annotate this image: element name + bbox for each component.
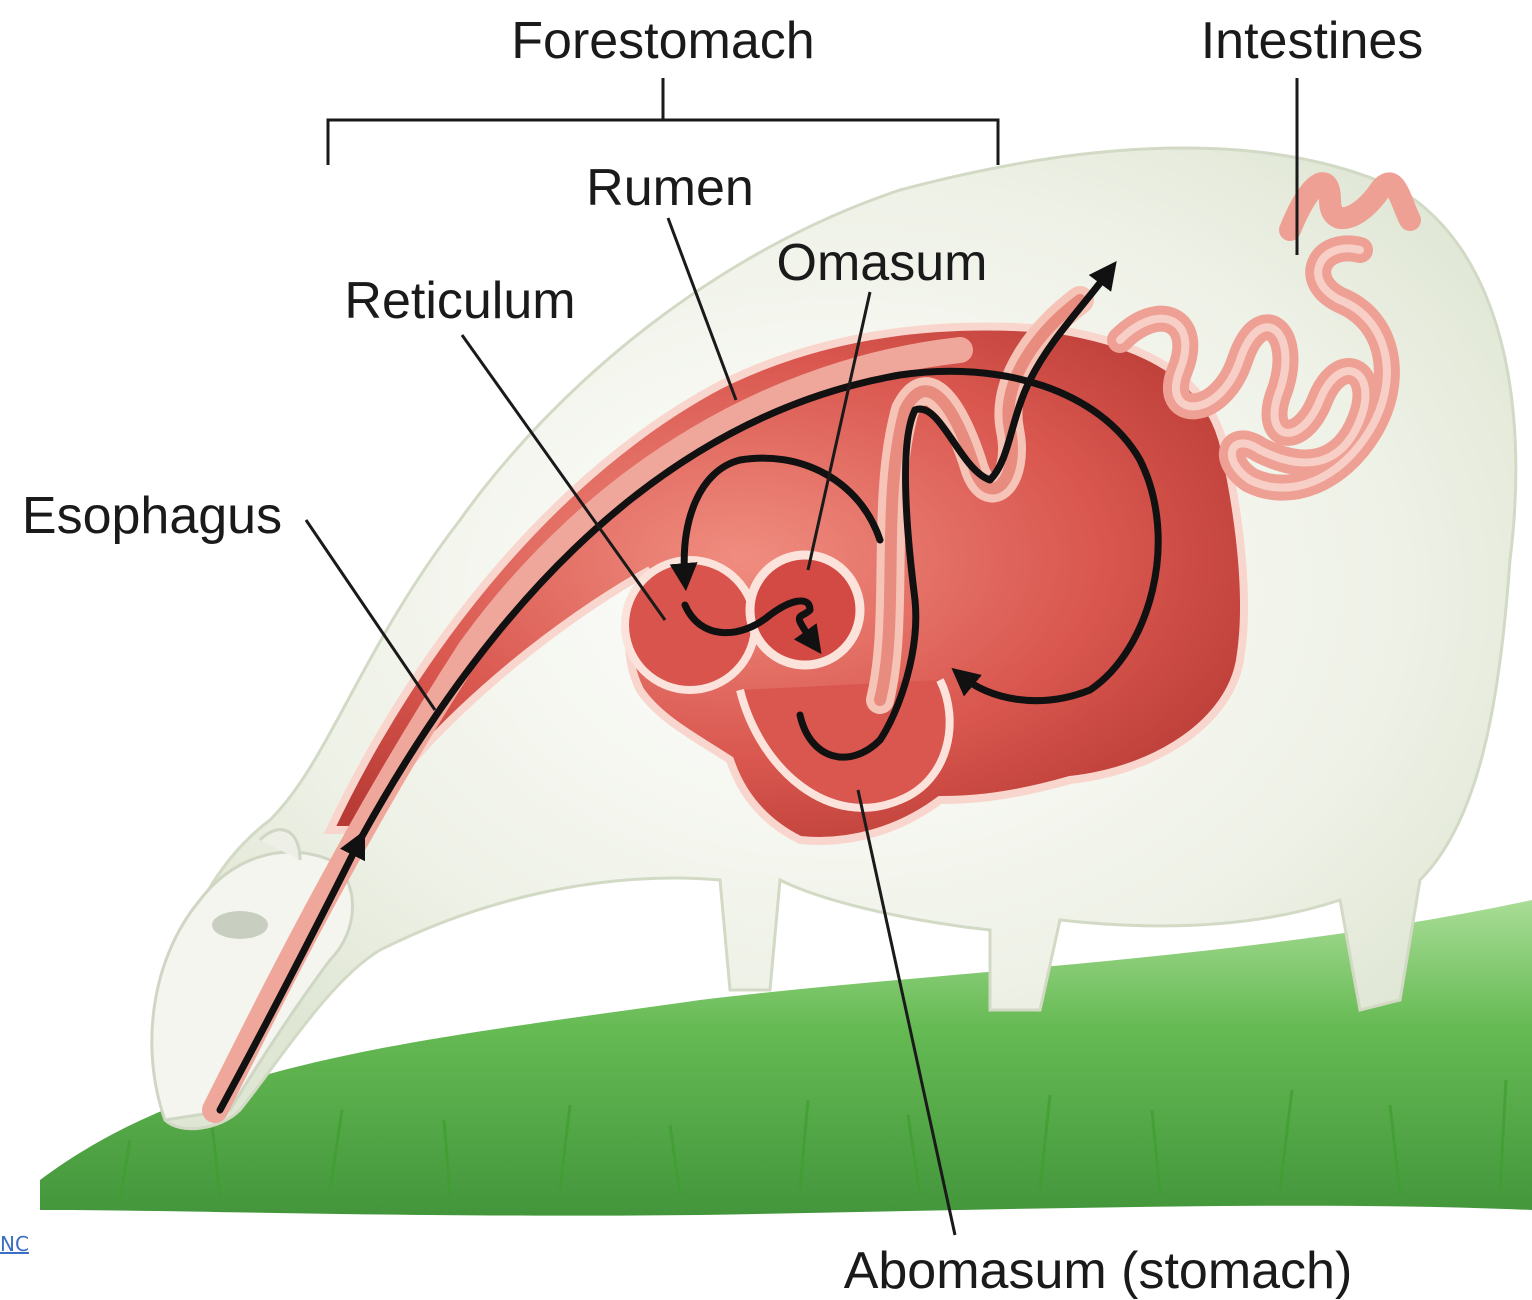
label-intestines: Intestines xyxy=(1201,12,1424,70)
label-forestomach: Forestomach xyxy=(511,12,814,70)
reticulum-chamber xyxy=(625,560,755,690)
label-abomasum: Abomasum (stomach) xyxy=(844,1242,1353,1300)
label-esophagus: Esophagus xyxy=(22,487,282,545)
source-link[interactable]: NC xyxy=(0,1232,29,1256)
label-rumen: Rumen xyxy=(586,159,754,217)
label-reticulum: Reticulum xyxy=(344,272,575,330)
label-omasum: Omasum xyxy=(777,234,988,292)
forestomach-bracket xyxy=(328,78,998,165)
